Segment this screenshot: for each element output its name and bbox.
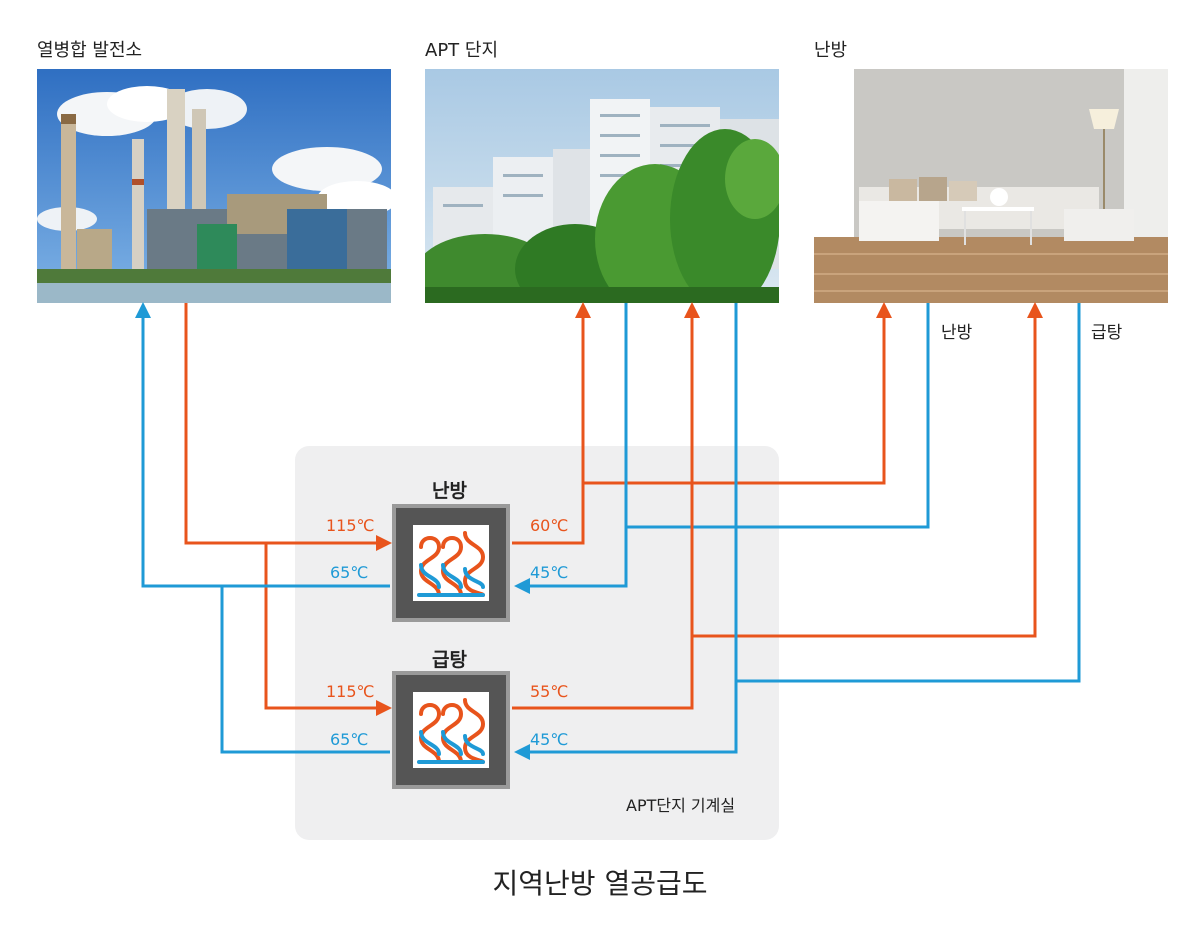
apartment-photo	[425, 69, 779, 303]
living-room-photo	[814, 69, 1168, 303]
hot-water-side-label: 급탕	[1091, 323, 1123, 343]
heating-exchanger	[392, 504, 510, 622]
hot-water-out-hot-temp: 55℃	[530, 682, 569, 701]
heating-out-hot-temp: 60℃	[530, 516, 569, 535]
coil-icon	[413, 692, 489, 768]
machine-room-label: APT단지 기계실	[626, 796, 736, 815]
hot-water-in-cold-temp: 65℃	[330, 730, 369, 749]
hot-water-exchanger	[392, 671, 510, 789]
heating-in-cold-temp: 65℃	[330, 563, 369, 582]
apartment-label: APT 단지	[425, 40, 499, 61]
power-plant-photo	[37, 69, 391, 303]
hot-water-in-hot-temp: 115℃	[326, 682, 375, 701]
diagram-title: 지역난방 열공급도	[492, 867, 708, 900]
heating-side-label: 난방	[941, 323, 973, 343]
machine-room-panel	[295, 446, 779, 840]
hot-water-exchanger-title: 급탕	[432, 649, 467, 671]
heating-in-hot-temp: 115℃	[326, 516, 375, 535]
hot-water-out-cold-temp: 45℃	[530, 730, 569, 749]
heating-exchanger-title: 난방	[432, 480, 467, 502]
coil-icon	[413, 525, 489, 601]
heating-out-cold-temp: 45℃	[530, 563, 569, 582]
power-plant-label: 열병합 발전소	[37, 40, 143, 61]
heating-label: 난방	[814, 40, 848, 61]
